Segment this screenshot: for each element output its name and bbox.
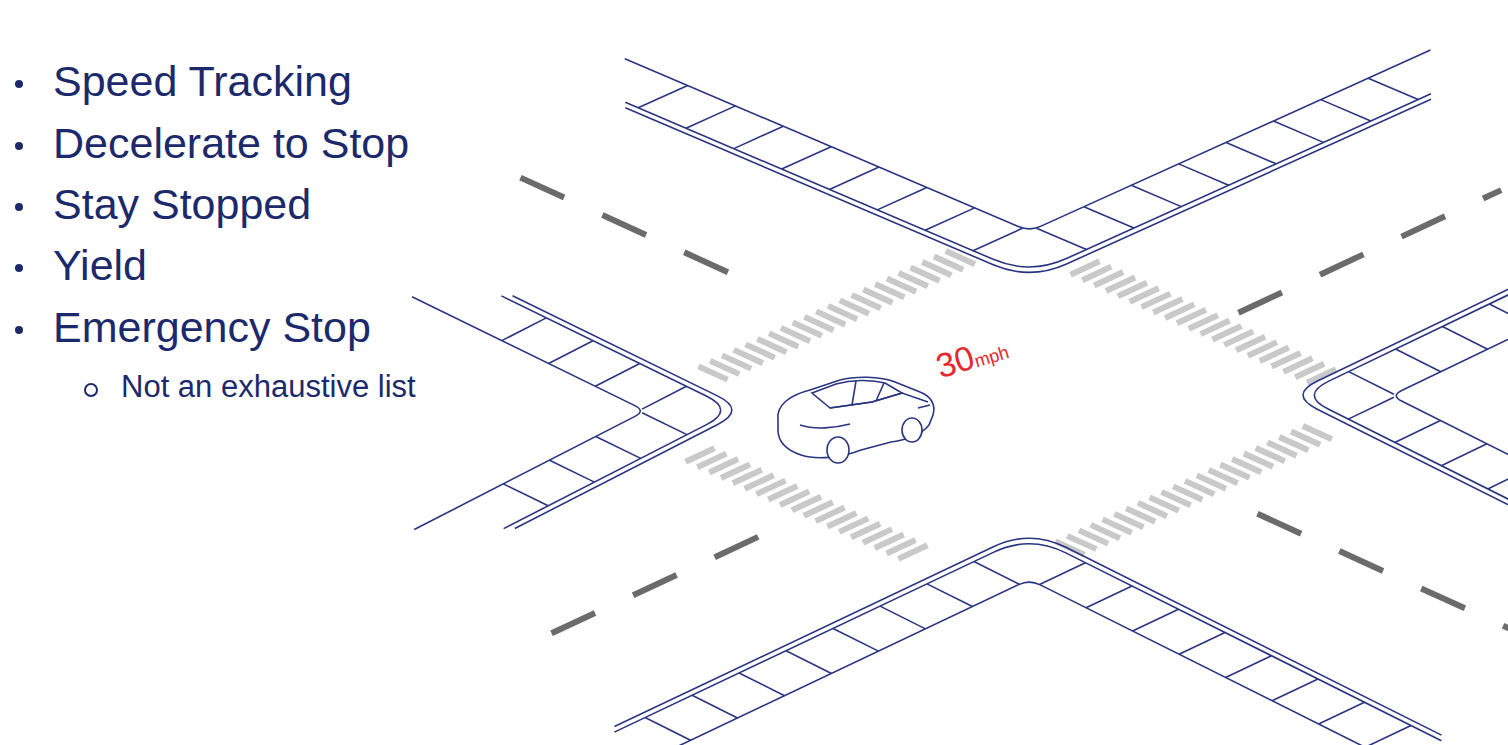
sidewalk-line — [1348, 397, 1394, 419]
crosswalk-stripe — [946, 251, 975, 264]
sidewalk-line — [1396, 349, 1441, 372]
sidewalk-line — [1365, 726, 1411, 745]
sidewalk-line — [625, 99, 1431, 272]
sidewalk-line — [786, 651, 831, 674]
car-pillar — [852, 381, 856, 405]
car-wheel — [902, 418, 922, 442]
lane-divider — [1238, 190, 1501, 313]
sidewalk-line — [1489, 304, 1508, 327]
sidewalk-line — [614, 544, 1441, 741]
car-figure — [778, 377, 934, 463]
sidewalk-line — [925, 208, 974, 230]
speed-value: 30 — [931, 338, 978, 385]
car-door-line — [800, 424, 850, 428]
sidewalk-line — [502, 318, 546, 341]
bullet-dot — [15, 326, 23, 334]
sidewalk-line — [645, 718, 690, 741]
car-headlight — [918, 405, 930, 408]
sidewalk-line — [927, 584, 972, 607]
sidewalk-line — [1349, 372, 1394, 395]
sidewalk-line — [550, 460, 595, 482]
bullet-item: Emergency Stop — [53, 306, 371, 349]
sidewalk-line — [1086, 586, 1132, 608]
sidewalk-line — [692, 695, 737, 718]
crosswalk-stripe — [1303, 426, 1332, 439]
sidewalk-line — [503, 484, 548, 506]
bullet-item: Yield — [53, 244, 147, 287]
sidewalk-line — [1179, 164, 1229, 185]
sidewalk-line — [829, 167, 878, 189]
sidewalk-line — [513, 296, 732, 529]
sidewalk-line — [501, 296, 720, 529]
sidewalk-line — [1179, 632, 1225, 654]
sidewalk-line — [833, 628, 878, 651]
sidewalk-line — [1037, 228, 1087, 249]
bullet-item: Decelerate to Stop — [53, 122, 409, 165]
bullet-ring — [84, 383, 98, 397]
speed-readout: 30mph — [932, 330, 1012, 384]
sidewalk-line — [549, 341, 593, 364]
sidewalk-line — [638, 85, 687, 107]
sidewalk-line — [642, 413, 687, 435]
sidewalk-line — [734, 126, 783, 148]
car-wheel — [827, 437, 849, 463]
road-markings — [520, 178, 1508, 647]
crosswalk-stripe — [898, 545, 927, 559]
bullet-dot — [15, 264, 23, 272]
sidewalk-line — [1396, 283, 1508, 512]
sidewalk-line — [1226, 142, 1276, 163]
sidewalk-line — [1314, 282, 1508, 511]
sidewalk-line — [1226, 656, 1272, 678]
sidewalk-line — [412, 297, 640, 530]
sidewalk-line — [1131, 185, 1181, 206]
sidewalk-line — [686, 106, 735, 128]
lane-divider — [1257, 514, 1508, 634]
car-body — [778, 377, 934, 458]
sidewalk-line — [1319, 702, 1365, 724]
sidewalk-line — [1272, 679, 1318, 701]
sidewalk-line — [1441, 444, 1487, 466]
sidewalk-line — [1273, 121, 1323, 142]
sidewalk-line — [1321, 100, 1371, 121]
sidewalk-line — [1442, 327, 1487, 350]
sidewalk-line — [782, 147, 831, 169]
sidewalk-line — [595, 363, 639, 386]
sidewalk-line — [625, 50, 1431, 229]
bullet-dot — [15, 203, 23, 211]
sidewalks — [412, 50, 1508, 745]
sidewalk-line — [1040, 563, 1086, 585]
sidewalk-line — [625, 94, 1431, 267]
sidewalk-line — [1133, 609, 1179, 631]
sidewalk-line — [614, 538, 1441, 735]
speed-unit: mph — [972, 342, 1011, 371]
lane-divider — [523, 537, 759, 647]
bullet-dot — [15, 80, 23, 88]
sidewalk-line — [1084, 207, 1134, 228]
car-beltline — [830, 393, 928, 408]
sidewalk-line — [973, 228, 1022, 250]
lane-divider — [520, 178, 729, 273]
sub-bullet-note: Not an exhaustive list — [121, 371, 416, 402]
bullet-dot — [15, 142, 23, 150]
sidewalk-line — [1303, 282, 1508, 511]
bullet-item: Stay Stopped — [53, 183, 311, 226]
sidewalk-line — [1488, 467, 1508, 489]
sidewalk-line — [1395, 420, 1441, 442]
sidewalk-line — [877, 187, 926, 209]
sidewalk-line — [974, 562, 1019, 585]
sidewalk-line — [739, 673, 784, 696]
sidewalk-line — [642, 386, 686, 409]
sidewalk-line — [880, 606, 925, 629]
sidewalk-line — [1368, 78, 1418, 99]
sidewalk-line — [614, 582, 1441, 745]
sidewalk-line — [596, 436, 641, 458]
bullet-item: Speed Tracking — [53, 60, 352, 103]
